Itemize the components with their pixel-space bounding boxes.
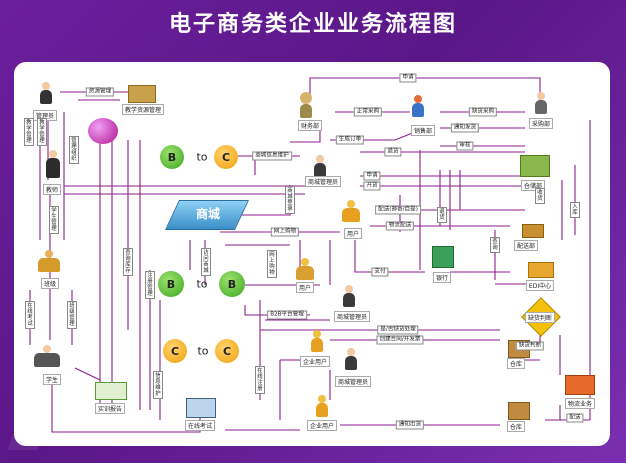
page-title: 电子商务类企业业务流程图 xyxy=(168,12,457,37)
vlabel-access-mall: 访问商城 xyxy=(201,248,211,276)
report-label: 实训报告 xyxy=(94,403,126,414)
finance-label: 财务部 xyxy=(297,120,323,131)
truck-icon xyxy=(565,375,595,395)
edge-review: 审核 xyxy=(456,141,474,151)
c-node-row3: C xyxy=(163,339,187,363)
class-icon xyxy=(38,250,60,272)
warehouse-icon xyxy=(520,155,550,177)
sphere-icon xyxy=(88,118,118,144)
edge-apply2: 申请 xyxy=(363,171,381,181)
edge-shortage-handle: 是/否缺货处理 xyxy=(377,325,419,335)
vlabel-mall-login: 商城登录 xyxy=(285,186,295,214)
company-user2-icon xyxy=(316,395,328,417)
edge-pay: 支付 xyxy=(371,267,389,277)
vlabel-admin-mgmt: 管理组织 xyxy=(69,136,79,164)
c-node-row3-right: C xyxy=(215,339,239,363)
user-label: 用户 xyxy=(343,228,363,239)
vlabel-teach-mgmt: 教学管理 xyxy=(24,118,34,146)
vlabel-register: 注册管理 xyxy=(145,271,155,299)
company-user-icon xyxy=(311,330,323,352)
edge-mall-info: 商城信息维护 xyxy=(252,151,292,161)
edge-notify-out: 通知出货 xyxy=(395,420,425,430)
sales-icon xyxy=(412,95,424,117)
mall-admin-icon xyxy=(314,155,326,177)
c-node-row1: C xyxy=(214,145,238,169)
user2-label: 用户 xyxy=(295,282,315,293)
vlabel-inquiry: 查询 xyxy=(490,237,500,253)
stock-label: 缺货判断 xyxy=(524,312,556,323)
manager-icon xyxy=(40,82,52,104)
vlabel-ret-goods: 退货 xyxy=(437,207,447,223)
logistics-label: 物流业务 xyxy=(564,398,596,409)
vlabel-online-test: 在线考试 xyxy=(25,301,35,329)
vlabel-warehousing: 收货 xyxy=(535,188,545,204)
vlabel-price-stock: 查询库存 xyxy=(123,248,133,276)
teacher-icon xyxy=(46,150,60,178)
edge-notify-ship: 通知发货 xyxy=(450,123,480,133)
online-exam-label: 在线考试 xyxy=(184,420,216,431)
edge-gen-order: 生成订单 xyxy=(335,135,365,145)
edi-label: EDI中心 xyxy=(525,280,555,291)
resource-icon xyxy=(128,85,156,103)
student-icon xyxy=(34,345,60,367)
to-label-row2: to xyxy=(196,277,208,291)
exam-icon xyxy=(186,398,216,418)
bank-icon xyxy=(432,246,454,268)
resource-label: 教学资源管理 xyxy=(121,104,165,115)
distribution-label: 配送部 xyxy=(513,240,539,251)
vlabel-stock-in: 入库 xyxy=(570,202,580,218)
vlabel-class-mgmt: 班级管理 xyxy=(67,301,77,329)
warehouse2-label: 仓库 xyxy=(506,358,526,369)
vlabel-info-maint: 信息维护 xyxy=(153,371,163,399)
company-user2-label: 企业用户 xyxy=(306,420,338,431)
edge-create-contract: 创建合同/开发票 xyxy=(376,335,424,345)
finance-icon xyxy=(300,92,312,118)
purchase-icon xyxy=(535,92,547,114)
warehouse3-icon xyxy=(508,402,530,420)
to-label-row3: to xyxy=(197,344,209,358)
b-node-row2-right: B xyxy=(219,271,245,297)
user-icon xyxy=(342,200,360,222)
edge-delivery: 配送(邮寄/自提) xyxy=(375,205,421,215)
warehouse3-label: 仓库 xyxy=(506,421,526,432)
mall-label: 商城 xyxy=(196,207,221,221)
purchase-label: 采购部 xyxy=(528,118,554,129)
edge-delivery2: 配送 xyxy=(566,413,584,423)
vlabel-teach-mgmt2: 教学管理 xyxy=(37,118,47,146)
user2-icon xyxy=(296,258,314,280)
company-user-label: 企业用户 xyxy=(299,356,331,367)
vlabel-student-mgmt: 学生管理 xyxy=(49,206,59,234)
edge-shortage-judge: 缺货判断 xyxy=(515,341,545,351)
mall-admin-label: 商城管理员 xyxy=(304,176,342,187)
edge-issue: 开货 xyxy=(363,181,381,191)
mall-admin2-icon xyxy=(343,285,355,307)
edge-online-purchase: 网上购物 xyxy=(270,227,300,237)
edge-resource-mgmt: 资源管理 xyxy=(85,87,115,97)
to-label-row1: to xyxy=(196,150,208,164)
sales-label: 销售部 xyxy=(410,125,436,136)
edge-logistics-delivery: 物流配送 xyxy=(385,221,415,231)
edge-shortage-purchase: 缺货采购 xyxy=(468,107,498,117)
mall-admin3-label: 商城管理员 xyxy=(334,376,372,387)
teacher-label: 教师 xyxy=(42,184,62,195)
b-node-row1: B xyxy=(160,145,184,169)
edge-normal-purchase: 正常采购 xyxy=(353,107,383,117)
bank-label: 银行 xyxy=(432,272,452,283)
b-node-row2: B xyxy=(158,271,184,297)
report-icon xyxy=(95,382,127,400)
warehouse-label: 仓储部 xyxy=(520,180,546,191)
mall-admin3-icon xyxy=(345,348,357,370)
vlabel-onsite-shop: 网上购物 xyxy=(267,250,277,278)
class-label: 班级 xyxy=(40,278,60,289)
distribution-icon xyxy=(522,224,544,238)
student-label: 学生 xyxy=(42,374,62,385)
edi-icon xyxy=(528,262,554,278)
vlabel-online-reg: 在线注册 xyxy=(255,366,265,394)
edge-b2b-platform: B2B平台管理 xyxy=(267,310,307,320)
mall-admin2-label: 商城管理员 xyxy=(333,311,371,322)
edge-apply1: 申请 xyxy=(399,73,417,83)
edge-return: 退货 xyxy=(384,147,402,157)
